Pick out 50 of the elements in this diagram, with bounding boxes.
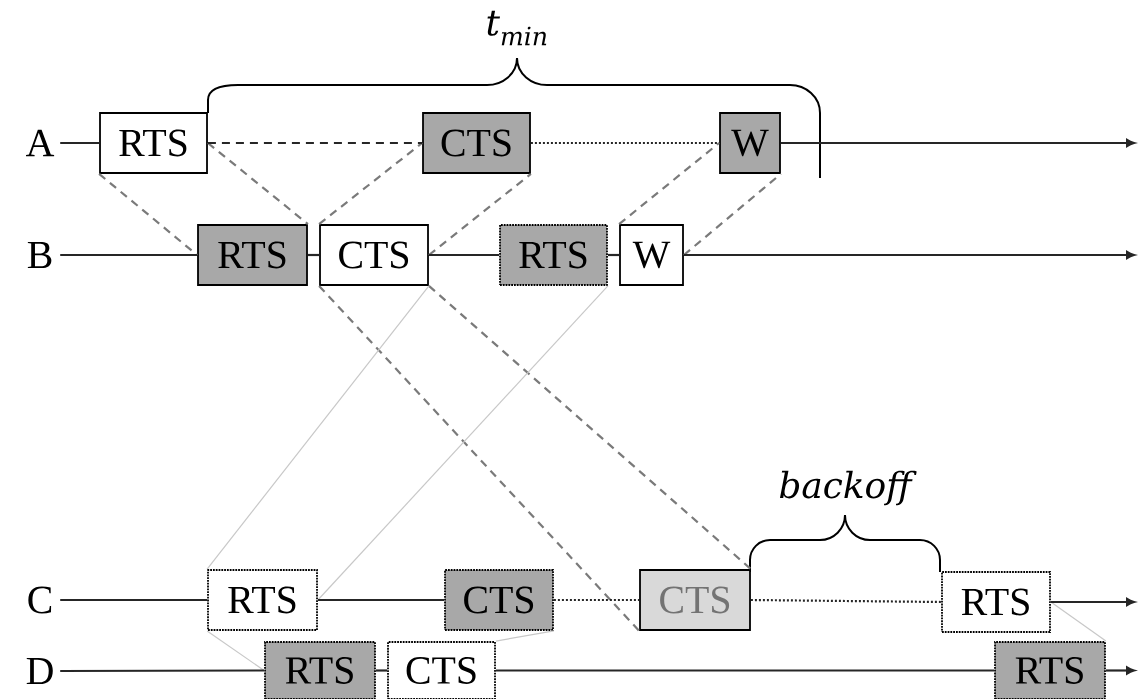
row-label: C — [28, 586, 52, 614]
row-label: A — [26, 129, 55, 157]
timeline-segment — [60, 253, 198, 257]
signal-line — [618, 142, 720, 225]
signal-line — [1050, 601, 1107, 642]
signal-line — [683, 173, 782, 256]
packet-box: RTS — [264, 641, 376, 699]
packet-box: RTS — [99, 112, 208, 174]
packet-box: RTS — [197, 224, 308, 286]
signal-line — [317, 285, 609, 601]
packet-box: CTS — [387, 641, 496, 699]
packet-box: CTS — [422, 112, 531, 174]
timeline-segment — [60, 598, 208, 602]
packet-box: RTS — [207, 569, 318, 631]
timeline-segment — [60, 141, 100, 145]
timeline-segment — [317, 598, 445, 602]
packet-box: RTS — [994, 641, 1106, 699]
timeline-segment — [207, 141, 423, 145]
timeline-segment — [530, 141, 720, 145]
signal-line — [207, 142, 309, 225]
brace-label: backoff — [779, 470, 917, 506]
signal-line — [495, 630, 555, 642]
timeline-segment — [495, 669, 995, 672]
timeline-segment — [428, 253, 500, 257]
signal-line — [206, 630, 265, 672]
timeline-arrow — [683, 250, 1135, 260]
packet-box: CTS — [639, 569, 751, 631]
timeline-segment — [553, 598, 640, 602]
timeline-segment — [307, 253, 320, 257]
row-label: B — [27, 241, 52, 269]
row-label: D — [26, 657, 53, 685]
timeline-arrow — [1050, 597, 1135, 607]
signal-line — [318, 142, 423, 225]
signal-line — [428, 285, 752, 570]
packet-box: RTS — [499, 224, 608, 286]
packet-box: CTS — [444, 569, 554, 631]
packet-box: RTS — [941, 571, 1051, 633]
signal-line — [206, 285, 430, 570]
packet-box: W — [719, 112, 781, 174]
packet-box: W — [619, 224, 684, 286]
timeline-segment — [60, 669, 265, 673]
timeline-segment — [375, 669, 388, 672]
timeline-arrow — [780, 138, 1135, 148]
timeline-segment — [607, 253, 620, 257]
packet-box: CTS — [319, 224, 429, 286]
signal-line — [98, 173, 198, 256]
brace-label: t$_{min}$ — [487, 10, 547, 46]
signal-line — [318, 285, 640, 632]
signal-line — [428, 173, 532, 256]
timeline-segment — [750, 598, 942, 604]
